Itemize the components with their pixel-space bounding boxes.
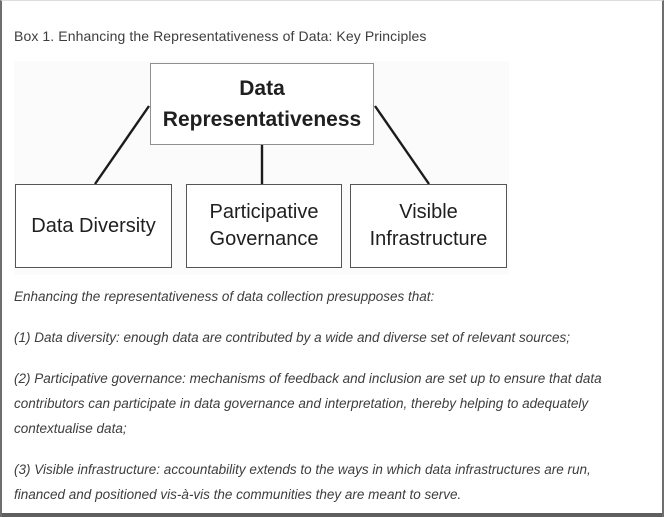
principle-3-paragraph: (3) Visible infrastructure: accountabili… — [14, 462, 591, 502]
diagram-node-visible-infrastructure: Visible Infrastructure — [350, 184, 507, 268]
diagram-node-participative-governance: Participative Governance — [186, 184, 342, 268]
bottom-divider-bar — [2, 513, 662, 517]
diagram-connector-lines — [94, 105, 430, 185]
explanatory-text: Enhancing the representativeness of data… — [14, 284, 644, 517]
diagram-node-data-diversity: Data Diversity — [15, 184, 172, 268]
diagram-node-data-representativeness: Data Representativeness — [150, 63, 374, 145]
principle-2-paragraph: (2) Participative governance: mechanisms… — [14, 371, 602, 436]
intro-paragraph: Enhancing the representativeness of data… — [14, 289, 435, 304]
principle-1-paragraph: (1) Data diversity: enough data are cont… — [14, 330, 571, 345]
hierarchy-diagram: Data Representativeness Data Diversity P… — [14, 61, 509, 275]
box-title: Box 1. Enhancing the Representativeness … — [14, 28, 427, 44]
